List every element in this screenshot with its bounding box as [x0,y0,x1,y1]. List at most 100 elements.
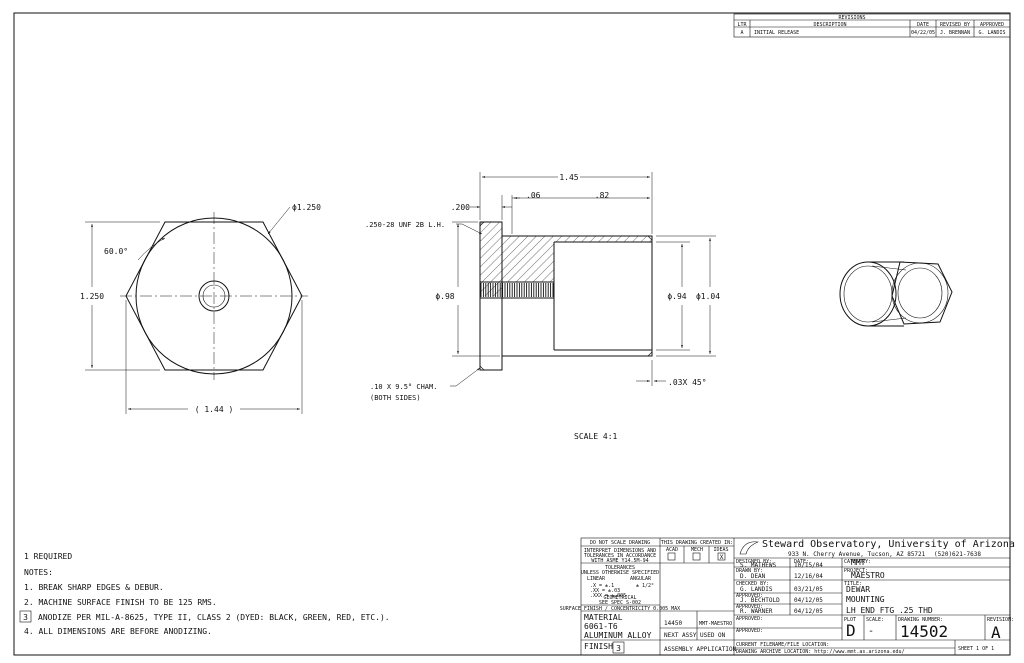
checked-date: 03/21/05 [794,586,823,593]
date-label: DATE: [794,559,809,565]
approved-2-date: 04/12/05 [794,608,823,615]
dim-dia-104: ϕ1.04 [696,292,720,301]
thread-teeth [480,283,554,297]
chamfer-callout-note: (BOTH SIDES) [370,394,421,402]
rev-header-ltr: LTR [737,22,747,28]
dim-note-2: TOLERANCES IN ACCORDANCE [584,553,656,559]
title-line-3: LH END FTG .25 THD [846,606,933,615]
scale-field-label: SCALE: [866,617,884,623]
finish-flag: 3 [616,644,621,653]
tol-unless: UNLESS OTHERWISE SPECIFIED [581,570,659,576]
observatory-logo [739,541,760,555]
hex-front-view: ϕ1.250 60.0° 1.250 ( 1.44 ) [80,203,321,414]
quantity-note: 1 REQUIRED [24,552,72,561]
organization-name: Steward Observatory, University of Arizo… [762,539,1015,550]
tol-angular: ANGULAR [630,576,652,582]
notes-heading: NOTES: [24,568,53,577]
project-value: MAESTRO [851,571,885,580]
cad-ideas: IDEAS [713,547,728,553]
organization-address: 933 N. Cherry Avenue, Tucson, AZ 85721 [788,551,926,558]
dim-flange-200: .200 [451,203,470,212]
used-on: USED ON [700,632,726,639]
revision-label: REVISION: [987,617,1014,623]
approved-label-3: APPROVED: [736,616,763,622]
dim-angle-60: 60.0° [104,247,128,256]
geo-tol: GEOMETRICAL [603,595,636,601]
material-alloy: 6061-T6 [584,622,618,631]
dim-dia-1250: ϕ1.250 [292,203,321,212]
rev-header-approved: APPROVED [980,22,1004,28]
tol-xx: .XX = ±.03 [590,588,620,594]
size-label: PLOT [844,617,856,623]
assembly-application: ASSEMBLY APPLICATION [664,646,737,653]
drawing-number-label: DRAWING NUMBER: [898,617,943,623]
title-block: DO NOT SCALE DRAWING INTERPRET DIMENSION… [560,537,1015,656]
dim-dia-98: ϕ.98 [435,292,454,301]
tol-ang-val: ± 1/2° [636,583,654,589]
approved-1-date: 04/12/05 [794,597,823,604]
material-desc: ALUMINUM ALLOY [584,631,652,640]
category-label: CATEGORY: [844,559,871,565]
chamfer-end-callout: .03X 45° [668,378,707,387]
approved-1: J. BECHTOLD [740,597,780,604]
tol-linear: LINEAR [587,576,606,582]
tol-xxx: .XXX = ±.005 [590,593,626,599]
designed-by: S. MATHEWS [740,562,777,569]
thread-callout: .250-28 UNF 2B L.H. [365,221,445,229]
dim-dia-94: ϕ.94 [667,292,686,301]
archive-location: DRAWING ARCHIVE LOCATION: http://www.mmt… [736,649,905,655]
sheet-number: SHEET 1 OF 1 [958,646,994,652]
project-label: PROJECT: [844,568,868,574]
approved-label-2: APPROVED: [736,604,763,610]
size-value: D [846,621,856,640]
notes-block: 1 REQUIRED NOTES: 1. BREAK SHARP EDGES &… [19,552,390,636]
cad-mech: MECH [691,547,703,553]
rev-header-description: DESCRIPTION [813,22,846,28]
category-value: MMT [851,558,866,567]
finish-label: FINISH [584,642,613,651]
part-no: 14450 [664,620,682,627]
note-3-flag: 3 [23,613,28,622]
checked-by-label: CHECKED BY: [736,581,769,587]
revision-value: A [991,623,1001,642]
rev-row-approved: G. LANDIS [978,30,1005,36]
designed-date: 10/15/04 [794,562,823,569]
cad-acad: ACAD [666,547,678,553]
note-4: 4. ALL DIMENSIONS ARE BEFORE ANODIZING. [24,627,212,636]
dim-note-1: INTERPRET DIMENSIONS AND [584,548,656,554]
drawn-by-label: DRAWN BY: [736,568,763,574]
note-3: ANODIZE PER MIL-A-8625, TYPE II, CLASS 2… [38,613,390,622]
title-line-2: MOUNTING [846,595,885,604]
sheet-border [13,12,1011,656]
dim-height-1250: 1.250 [80,292,104,301]
dim-length-82: .82 [595,191,610,200]
isometric-view [839,261,953,327]
revisions-block: REVISIONS LTR DESCRIPTION DATE REVISED B… [733,13,1011,38]
rev-header-date: DATE [917,22,929,28]
rev-row-description: INITIAL RELEASE [754,30,799,36]
approved-label-4: APPROVED: [736,628,763,634]
tol-x: .X = ±.1 [590,583,614,589]
dim-note-3: WITH ASME Y14.5M-94 [591,558,648,564]
rev-header-revised-by: REVISED BY [940,22,970,28]
chamfer-callout: .10 X 9.5° CHAM. [370,383,437,391]
title-line-1: DEWAR [846,585,870,594]
surface-note: SURFACE FINISH / CONCENTRICITY 0.005 MAX [560,606,680,612]
drawing-number: 14502 [900,622,948,641]
revisions-title: REVISIONS [838,15,865,21]
drawn-date: 12/16/04 [794,573,823,580]
next-assy: NEXT ASSY [664,632,697,639]
approved-label-1: APPROVED: [736,593,763,599]
geo-spec: SEE SPEC S-002 [599,600,641,606]
organization-phone: (520)621-7638 [934,551,981,558]
section-view: 1.45 .82 .06 .200 .250-28 UNF 2B L.H. ϕ.… [365,172,720,441]
ideas-check-mark: X [720,554,724,561]
acad-checkbox [667,552,676,561]
scale-label: SCALE 4:1 [574,432,618,441]
do-not-scale: DO NOT SCALE DRAWING [590,540,650,546]
mech-checkbox [692,552,701,561]
rev-row-date: 04/22/05 [911,30,935,36]
tolerances-title: TOLERANCES [605,565,635,571]
dim-length-06: .06 [526,191,541,200]
